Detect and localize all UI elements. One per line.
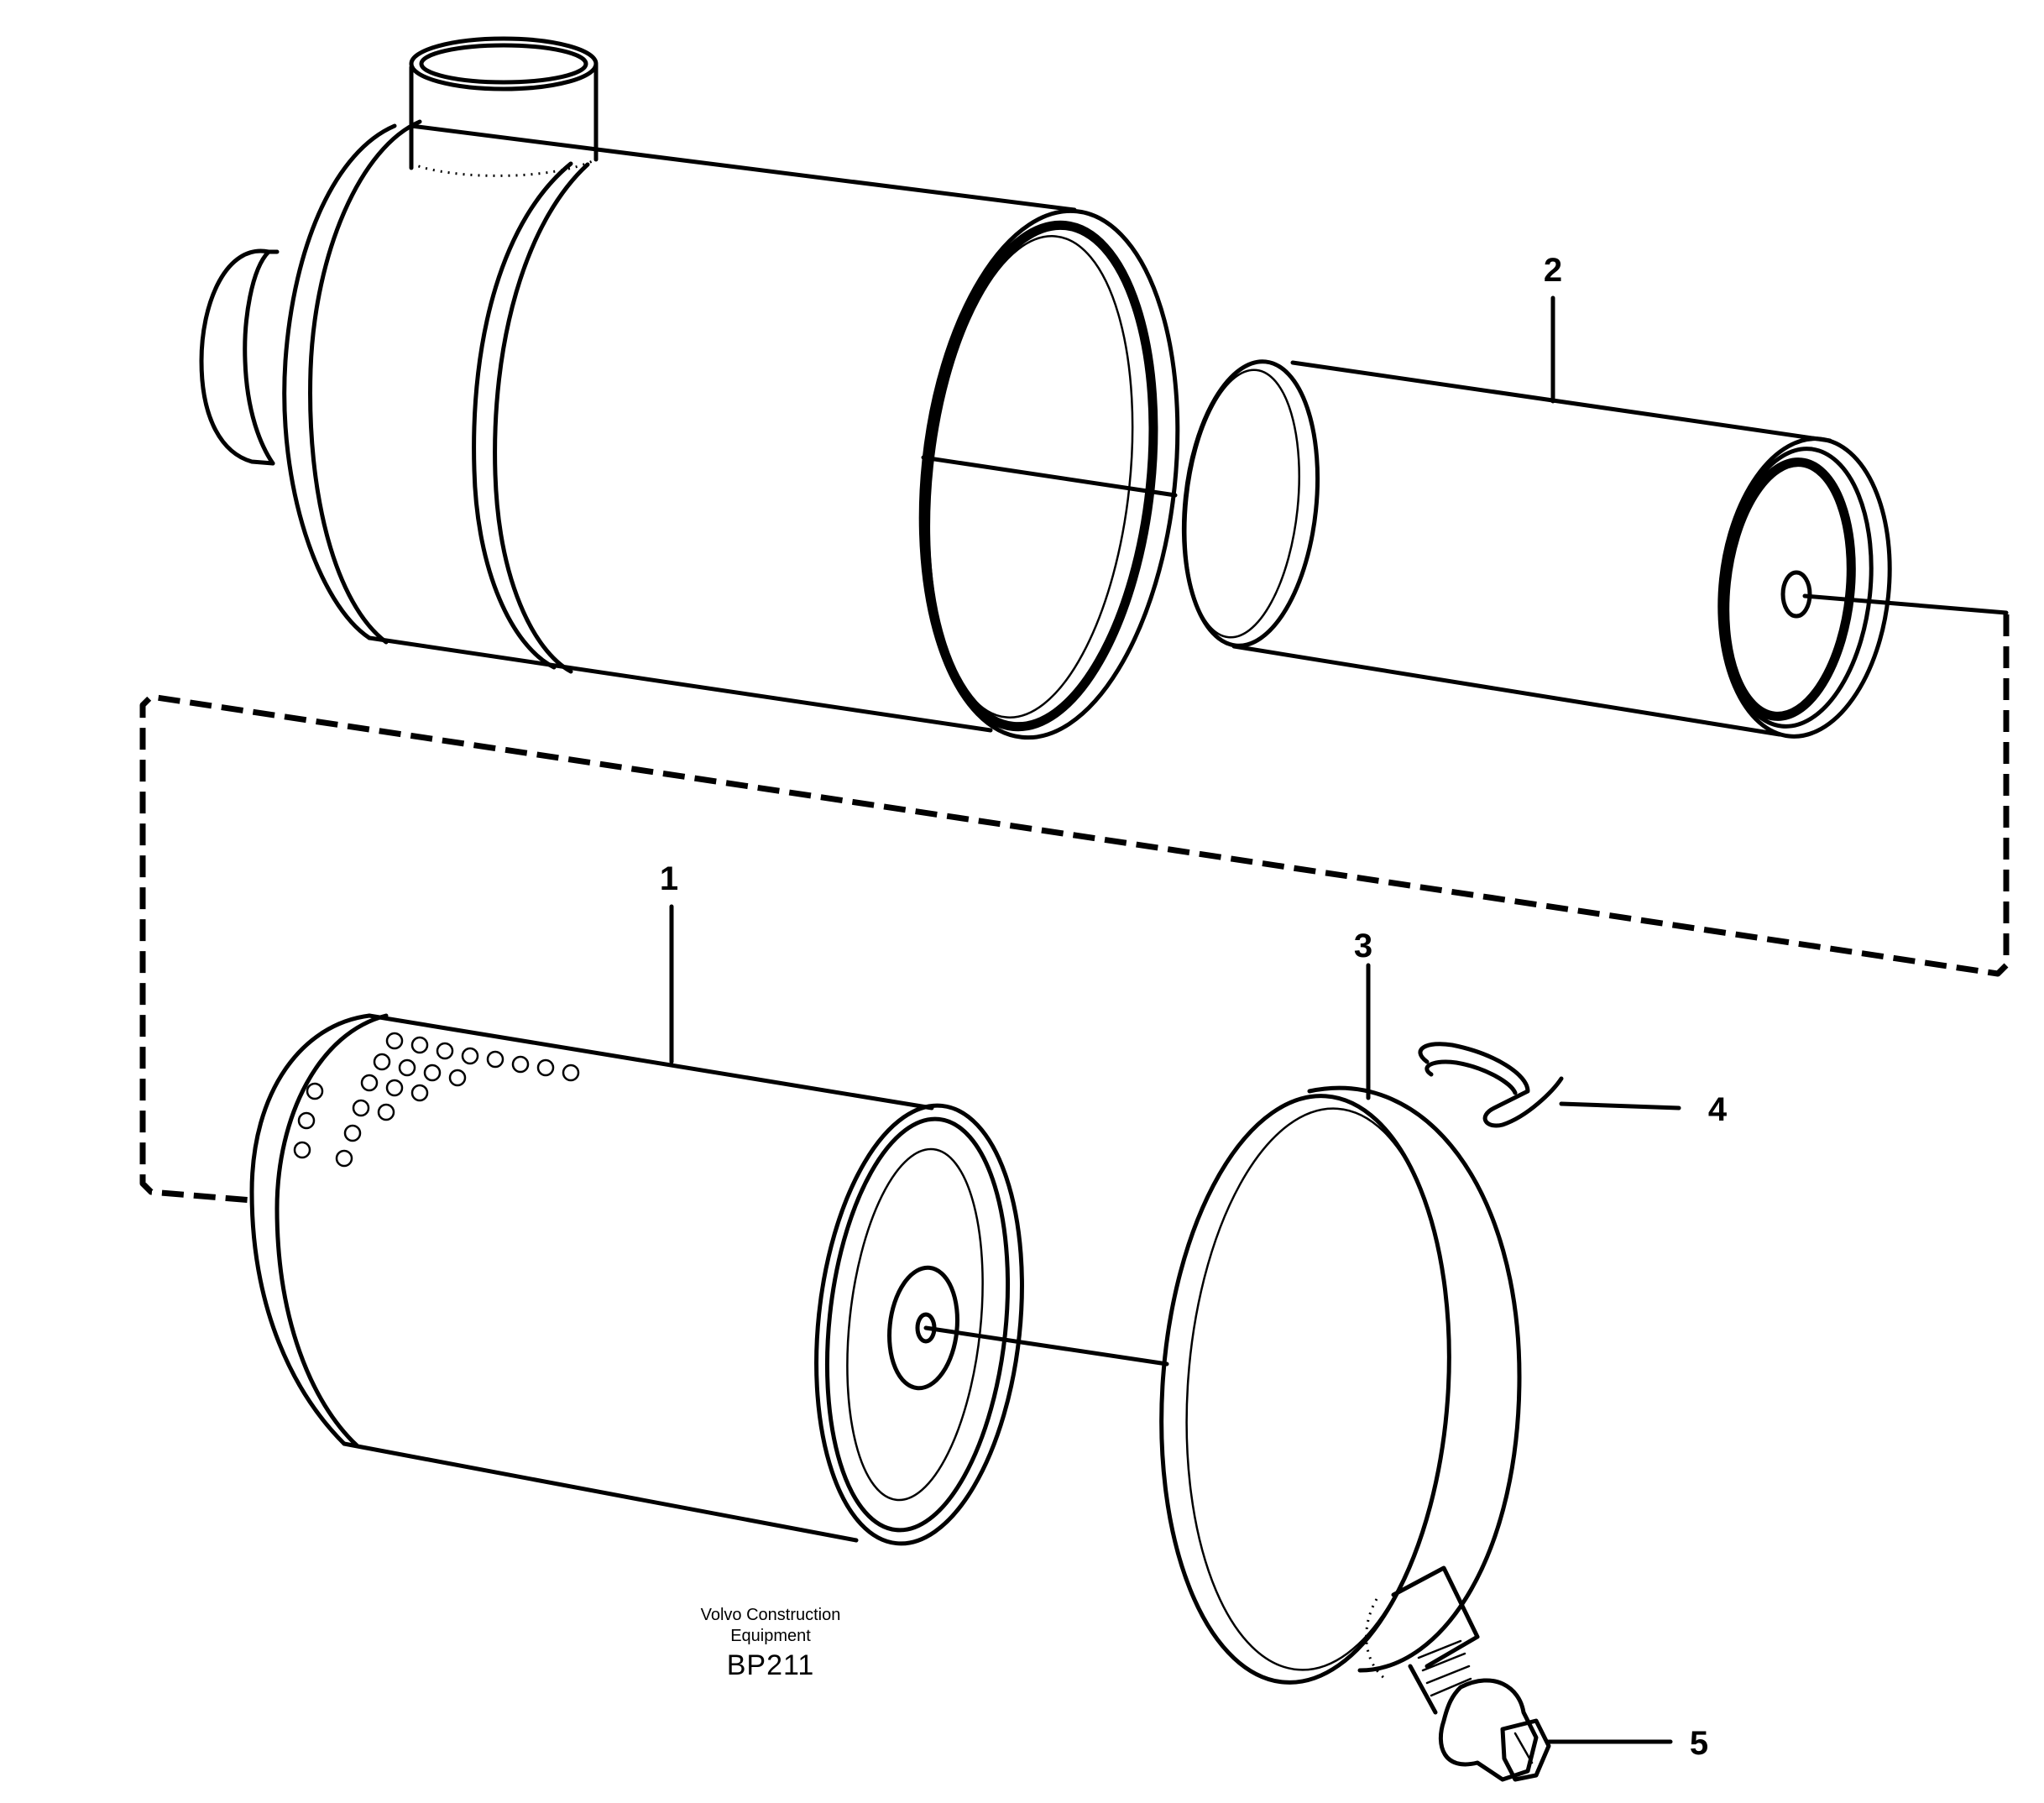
end-cover (1159, 1085, 1522, 1715)
callout-number-3: 3 (1354, 928, 1372, 964)
callout-number-4: 4 (1708, 1091, 1728, 1128)
publisher-line-1: Volvo Construction (701, 1606, 841, 1624)
air-filter-housing (199, 36, 1180, 740)
clamp (1418, 1042, 1564, 1128)
perforated-mesh-pattern (293, 1032, 580, 1168)
callout-number-5: 5 (1690, 1725, 1708, 1762)
callout-number-1: 1 (660, 860, 678, 897)
dashed-assembly-path (139, 614, 2010, 1204)
safety-filter-element (1181, 359, 1892, 739)
dust-valve (1438, 1678, 1551, 1782)
main-filter-element (249, 1013, 1024, 1546)
figure-code: BP211 (727, 1649, 815, 1681)
leader-lines (669, 295, 1681, 1744)
assembly-lines (139, 455, 2010, 1367)
caption: Volvo Construction Equipment BP211 (701, 1606, 841, 1681)
callout-number-2: 2 (1544, 252, 1562, 289)
publisher-line-2: Equipment (730, 1627, 811, 1645)
